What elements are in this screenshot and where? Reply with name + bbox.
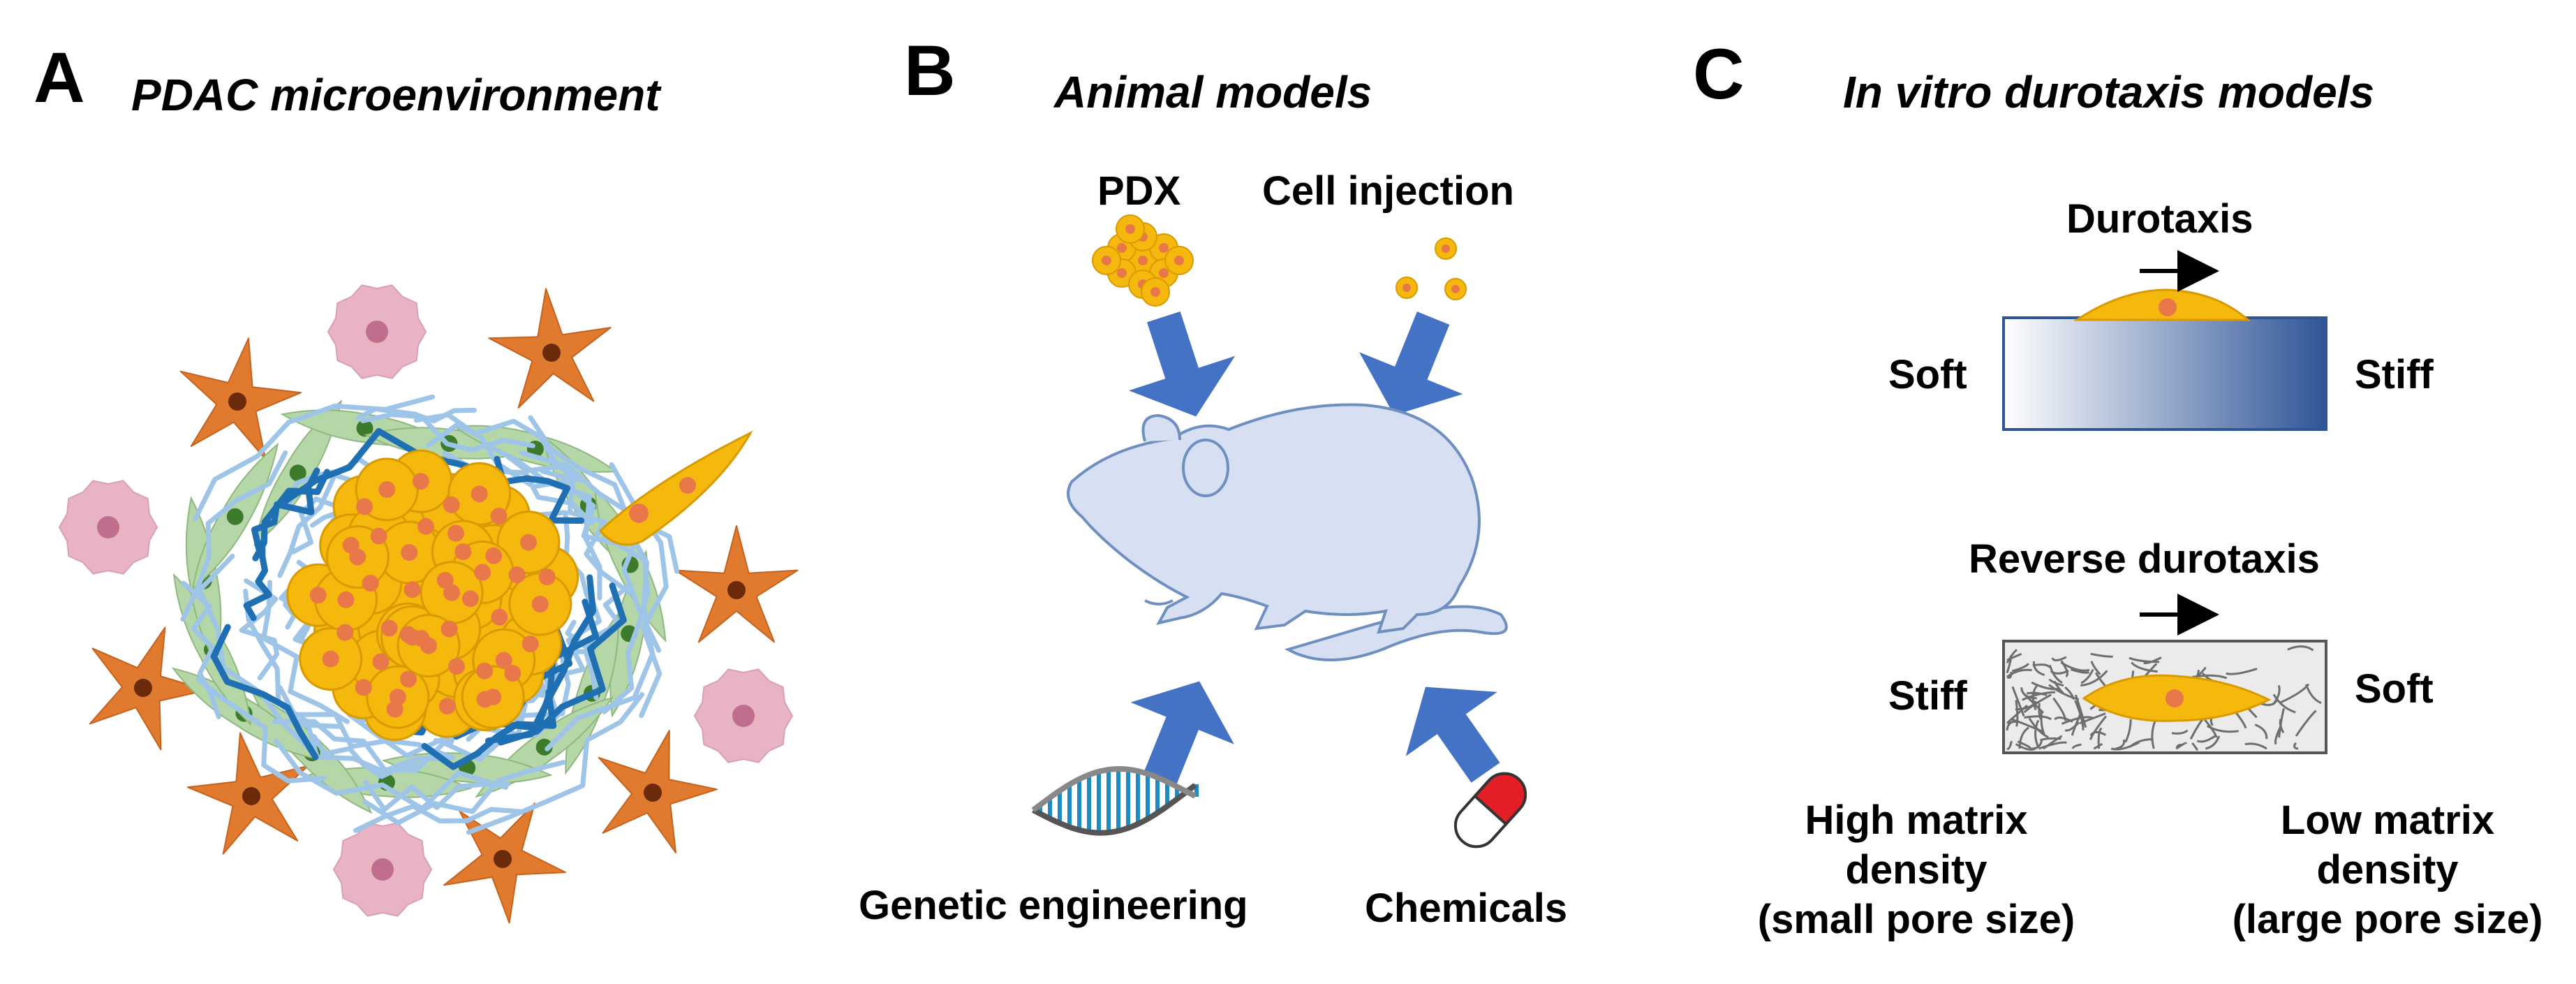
cell-injection-label: Cell injection [1262,168,1514,214]
arrow-chemicals [1405,686,1500,783]
capsule-icon [1453,772,1527,849]
genetic-engineering-label: Genetic engineering [859,883,1248,928]
panel-a-title: PDAC microenvironment [131,70,660,120]
high-density-caption: High matrix density (small pore size) [1757,798,2075,942]
panel-a-letter: A [34,38,85,117]
cell-cluster-icon [1092,214,1194,307]
chemicals-label: Chemicals [1365,886,1568,931]
durotaxis-illustration [2002,250,2327,754]
low-density-caption: Low matrix density (large pore size) [2232,798,2543,942]
animal-models-illustration [1031,214,1527,849]
panel-b-title: Animal models [1054,67,1372,117]
arrow-pdx [1129,311,1236,417]
stiff-right-label: Stiff [2355,352,2434,397]
stiffness-gradient-substrate [2002,316,2327,431]
immune-cells [58,284,794,917]
panel-b-letter: B [904,31,956,110]
durotaxis-label: Durotaxis [2066,196,2253,242]
reverse-durotaxis-cell [2082,674,2272,722]
soft-left-label: Soft [1888,352,1967,397]
durotaxis-cell [2073,288,2251,321]
panel-c-title: In vitro durotaxis models [1843,67,2375,117]
stiff-left-label: Stiff [1888,673,1967,719]
pdx-label: PDX [1097,168,1181,214]
panel-c-letter: C [1693,34,1745,114]
reverse-durotaxis-label: Reverse durotaxis [1969,536,2320,582]
pdac-microenvironment-illustration [58,284,799,924]
cells-icon [1396,237,1467,300]
tumor-cells [286,449,579,741]
arrow-genetic-engineering [1130,681,1234,785]
migrating-tumor-cell [598,430,753,546]
soft-right-label: Soft [2355,666,2434,712]
arrow-cell-injection [1359,311,1463,416]
mouse-icon [1067,403,1508,661]
dna-icon [1031,765,1199,836]
